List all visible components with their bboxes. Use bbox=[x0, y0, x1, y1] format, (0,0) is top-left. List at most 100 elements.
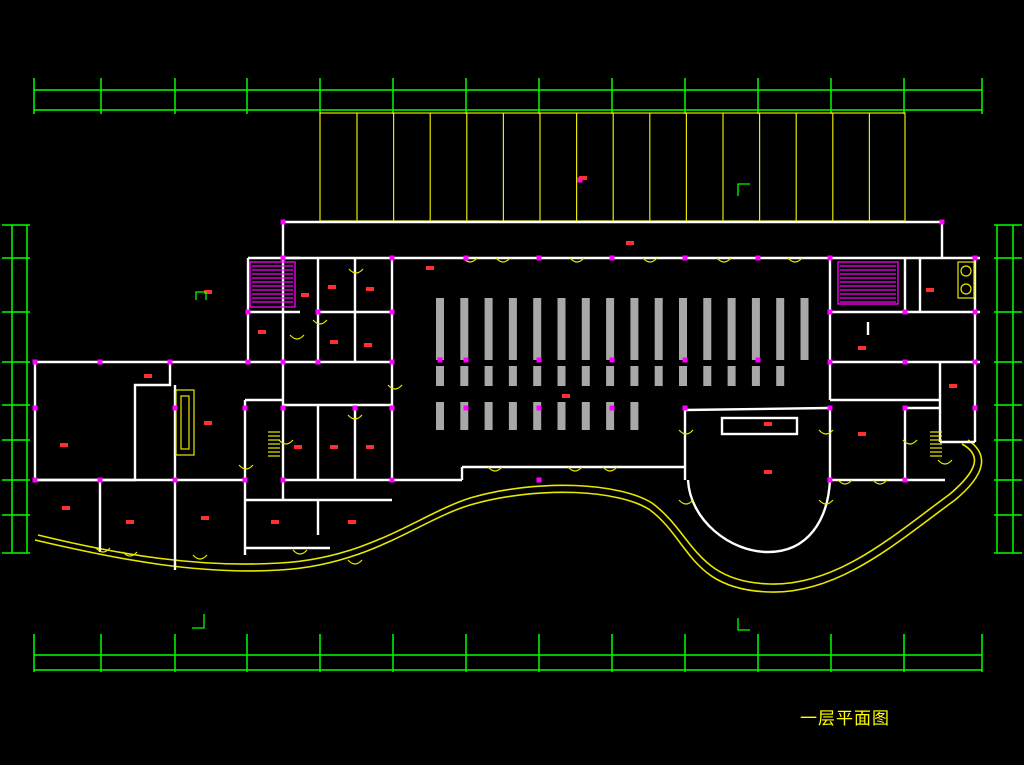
bookshelf bbox=[581, 366, 590, 386]
bookshelf bbox=[581, 298, 590, 360]
bookshelf bbox=[508, 402, 517, 430]
column bbox=[245, 309, 251, 315]
bookshelf bbox=[654, 366, 663, 386]
bookshelf bbox=[484, 366, 493, 386]
room-label-mark bbox=[330, 340, 338, 344]
door-swing bbox=[387, 384, 403, 390]
column bbox=[315, 309, 321, 315]
walls bbox=[33, 220, 980, 570]
column bbox=[280, 359, 286, 365]
bookshelf bbox=[460, 402, 469, 430]
door-swing bbox=[95, 547, 111, 553]
bookshelf bbox=[679, 298, 687, 360]
bookshelf bbox=[630, 402, 639, 430]
bookshelf bbox=[508, 366, 517, 386]
room-label-mark bbox=[858, 432, 866, 436]
bookshelf bbox=[776, 298, 785, 360]
column bbox=[972, 405, 978, 411]
column bbox=[280, 477, 286, 483]
drawing-title: 一层平面图 bbox=[800, 709, 890, 729]
column bbox=[463, 405, 469, 411]
bookshelf bbox=[606, 298, 615, 360]
room-label-mark bbox=[926, 288, 934, 292]
room-label-mark bbox=[626, 241, 634, 245]
door-swing bbox=[192, 554, 208, 560]
door-swing bbox=[495, 257, 511, 263]
room-label-mark bbox=[271, 520, 279, 524]
bookshelf bbox=[484, 298, 493, 360]
room-label-mark bbox=[301, 293, 309, 297]
bookshelf bbox=[751, 366, 760, 386]
bookshelf bbox=[800, 298, 809, 360]
bookshelf bbox=[557, 402, 566, 430]
door-swing bbox=[289, 334, 305, 340]
column bbox=[32, 405, 38, 411]
door-swing bbox=[937, 459, 953, 465]
column bbox=[32, 359, 38, 365]
column bbox=[32, 477, 38, 483]
door-swing bbox=[818, 429, 834, 435]
room-label-mark bbox=[426, 266, 434, 270]
bookshelf bbox=[703, 366, 712, 386]
column bbox=[463, 357, 469, 363]
bookshelf bbox=[630, 366, 639, 386]
bookshelf bbox=[436, 402, 444, 430]
door-swing bbox=[678, 429, 694, 435]
bookshelf bbox=[460, 366, 469, 386]
column bbox=[536, 357, 542, 363]
column bbox=[172, 477, 178, 483]
column bbox=[315, 359, 321, 365]
column bbox=[827, 477, 833, 483]
column bbox=[280, 219, 286, 225]
door-swing bbox=[872, 479, 888, 485]
door-swing bbox=[278, 439, 294, 445]
column bbox=[827, 309, 833, 315]
bookshelf bbox=[436, 366, 444, 386]
column bbox=[755, 357, 761, 363]
column bbox=[389, 359, 395, 365]
column bbox=[536, 477, 542, 483]
door-swing bbox=[487, 466, 503, 472]
room-label-mark bbox=[330, 445, 338, 449]
column bbox=[902, 405, 908, 411]
door-swing bbox=[567, 466, 583, 472]
door-swing bbox=[787, 257, 803, 263]
bookshelf bbox=[727, 298, 736, 360]
room-label-mark bbox=[949, 384, 957, 388]
column bbox=[389, 309, 395, 315]
column bbox=[972, 255, 978, 261]
bookshelf bbox=[533, 366, 542, 386]
bookshelf bbox=[533, 298, 542, 360]
bookshelf bbox=[484, 402, 493, 430]
bookshelf bbox=[630, 298, 639, 360]
column bbox=[242, 477, 248, 483]
column bbox=[827, 255, 833, 261]
door-swings bbox=[95, 257, 953, 565]
column bbox=[437, 357, 443, 363]
room-label-mark bbox=[294, 445, 302, 449]
column bbox=[280, 405, 286, 411]
room-label-mark bbox=[201, 516, 209, 520]
column bbox=[389, 255, 395, 261]
bookshelf bbox=[606, 366, 615, 386]
site-curve-outline bbox=[34, 439, 983, 593]
door-swing bbox=[292, 549, 308, 555]
bookshelf bbox=[581, 402, 590, 430]
room-label-mark bbox=[60, 443, 68, 447]
column bbox=[902, 309, 908, 315]
door-swing bbox=[238, 464, 254, 470]
room-label-mark bbox=[764, 422, 772, 426]
column bbox=[242, 405, 248, 411]
bookshelves bbox=[436, 298, 809, 430]
room-label-mark bbox=[62, 506, 70, 510]
column bbox=[536, 255, 542, 261]
column bbox=[939, 219, 945, 225]
room-labels bbox=[60, 176, 957, 524]
room-label-mark bbox=[364, 343, 372, 347]
door-swing bbox=[602, 466, 618, 472]
door-swing bbox=[837, 479, 853, 485]
bookshelf bbox=[436, 298, 444, 360]
room-label-mark bbox=[204, 421, 212, 425]
column bbox=[97, 477, 103, 483]
door-swing bbox=[642, 257, 658, 263]
